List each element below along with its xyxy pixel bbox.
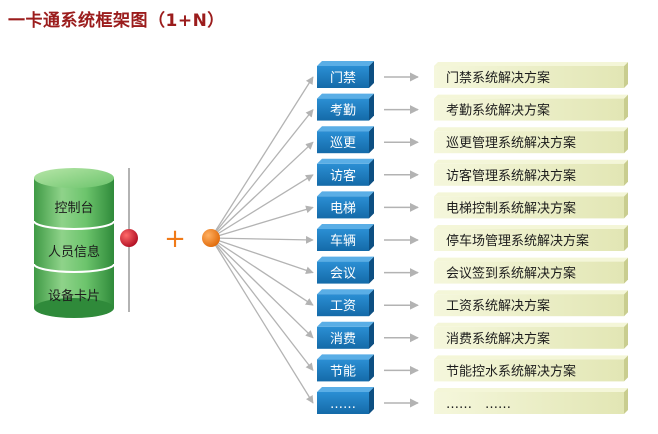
module-label: 工资 (330, 299, 356, 314)
fan-connector (210, 237, 314, 404)
plus-sign: + (164, 224, 186, 254)
database-layer-personnel: 人员信息 (48, 244, 100, 260)
module-row: 电梯 电梯控制系统解决方案 (317, 191, 628, 219)
solution-label: 停车场管理系统解决方案 (446, 233, 589, 249)
module-row: 访客 访客管理系统解决方案 (317, 158, 628, 186)
fan-connector (210, 237, 314, 306)
fan-out-connectors (210, 76, 314, 404)
solution-bar (434, 359, 624, 382)
hub-node (202, 229, 220, 247)
solution-bar (434, 229, 624, 251)
fan-connector (210, 235, 314, 244)
module-row: 考勤 考勤系统解决方案 (317, 93, 628, 121)
solution-bar (434, 163, 624, 186)
module-row: 工资 工资系统解决方案 (317, 289, 628, 317)
module-label: 巡更 (330, 136, 356, 151)
solution-label: 门禁系统解决方案 (446, 70, 550, 86)
module-label: 电梯 (330, 201, 356, 216)
module-box (317, 261, 369, 284)
module-label: 消费 (330, 332, 356, 347)
solution-bar (434, 66, 624, 88)
module-label: 车辆 (330, 233, 356, 249)
fan-connector (210, 205, 314, 239)
module-row: 节能 节能控水系统解决方案 (317, 354, 628, 382)
module-label: …… (330, 397, 356, 412)
solution-label: 考勤系统解决方案 (446, 103, 550, 119)
module-row: 消费 消费系统解决方案 (317, 321, 628, 349)
module-box (317, 131, 369, 154)
module-row: 巡更 巡更管理系统解决方案 (317, 126, 628, 154)
solution-bar (434, 98, 624, 121)
module-box (317, 229, 369, 251)
database-layer-console: 控制台 (54, 201, 93, 216)
module-box (317, 98, 369, 121)
module-box (317, 66, 369, 88)
solution-bar (434, 131, 624, 154)
database-cylinder: 控制台 人员信息 设备卡片 (33, 168, 115, 318)
solution-label: 电梯控制系统解决方案 (446, 200, 576, 216)
module-box (317, 163, 369, 186)
page-title: 一卡通系统框架图（1+N） (8, 11, 225, 31)
module-row: 门禁 门禁系统解决方案 (317, 61, 628, 88)
fan-connector (210, 141, 314, 239)
fan-connector (210, 108, 314, 239)
module-row: 车辆 停车场管理系统解决方案 (317, 224, 628, 251)
solution-label: 会议签到系统解决方案 (446, 266, 576, 282)
solution-label: 访客管理系统解决方案 (446, 168, 576, 184)
solution-bar (434, 261, 624, 284)
fan-connector (210, 237, 314, 372)
solution-label: 工资系统解决方案 (446, 298, 550, 314)
solution-label: 节能控水系统解决方案 (446, 363, 576, 379)
database-layer-devices: 设备卡片 (48, 288, 100, 304)
module-box (317, 196, 369, 219)
module-label: 门禁 (330, 71, 356, 86)
module-box (317, 359, 369, 382)
fan-connector (210, 237, 314, 339)
module-row: …… …… …… (317, 387, 628, 414)
solution-label: 巡更管理系统解决方案 (446, 135, 576, 151)
solution-bar (434, 196, 624, 219)
module-box (317, 326, 369, 349)
solution-bar (434, 392, 624, 414)
solution-bar (434, 326, 624, 349)
solution-label: …… …… (446, 397, 511, 412)
solution-bar (434, 294, 624, 317)
module-label: 访客 (330, 168, 356, 184)
module-row: 会议 会议签到系统解决方案 (317, 256, 628, 284)
module-label: 会议 (330, 267, 356, 282)
fan-connector (210, 174, 314, 239)
fan-connector (210, 76, 314, 239)
module-box (317, 392, 369, 414)
fan-connector (210, 237, 314, 275)
solution-label: 消费系统解决方案 (446, 331, 550, 347)
module-label: 考勤 (330, 104, 356, 119)
module-box (317, 294, 369, 317)
module-label: 节能 (330, 364, 356, 379)
core-node (120, 229, 138, 247)
